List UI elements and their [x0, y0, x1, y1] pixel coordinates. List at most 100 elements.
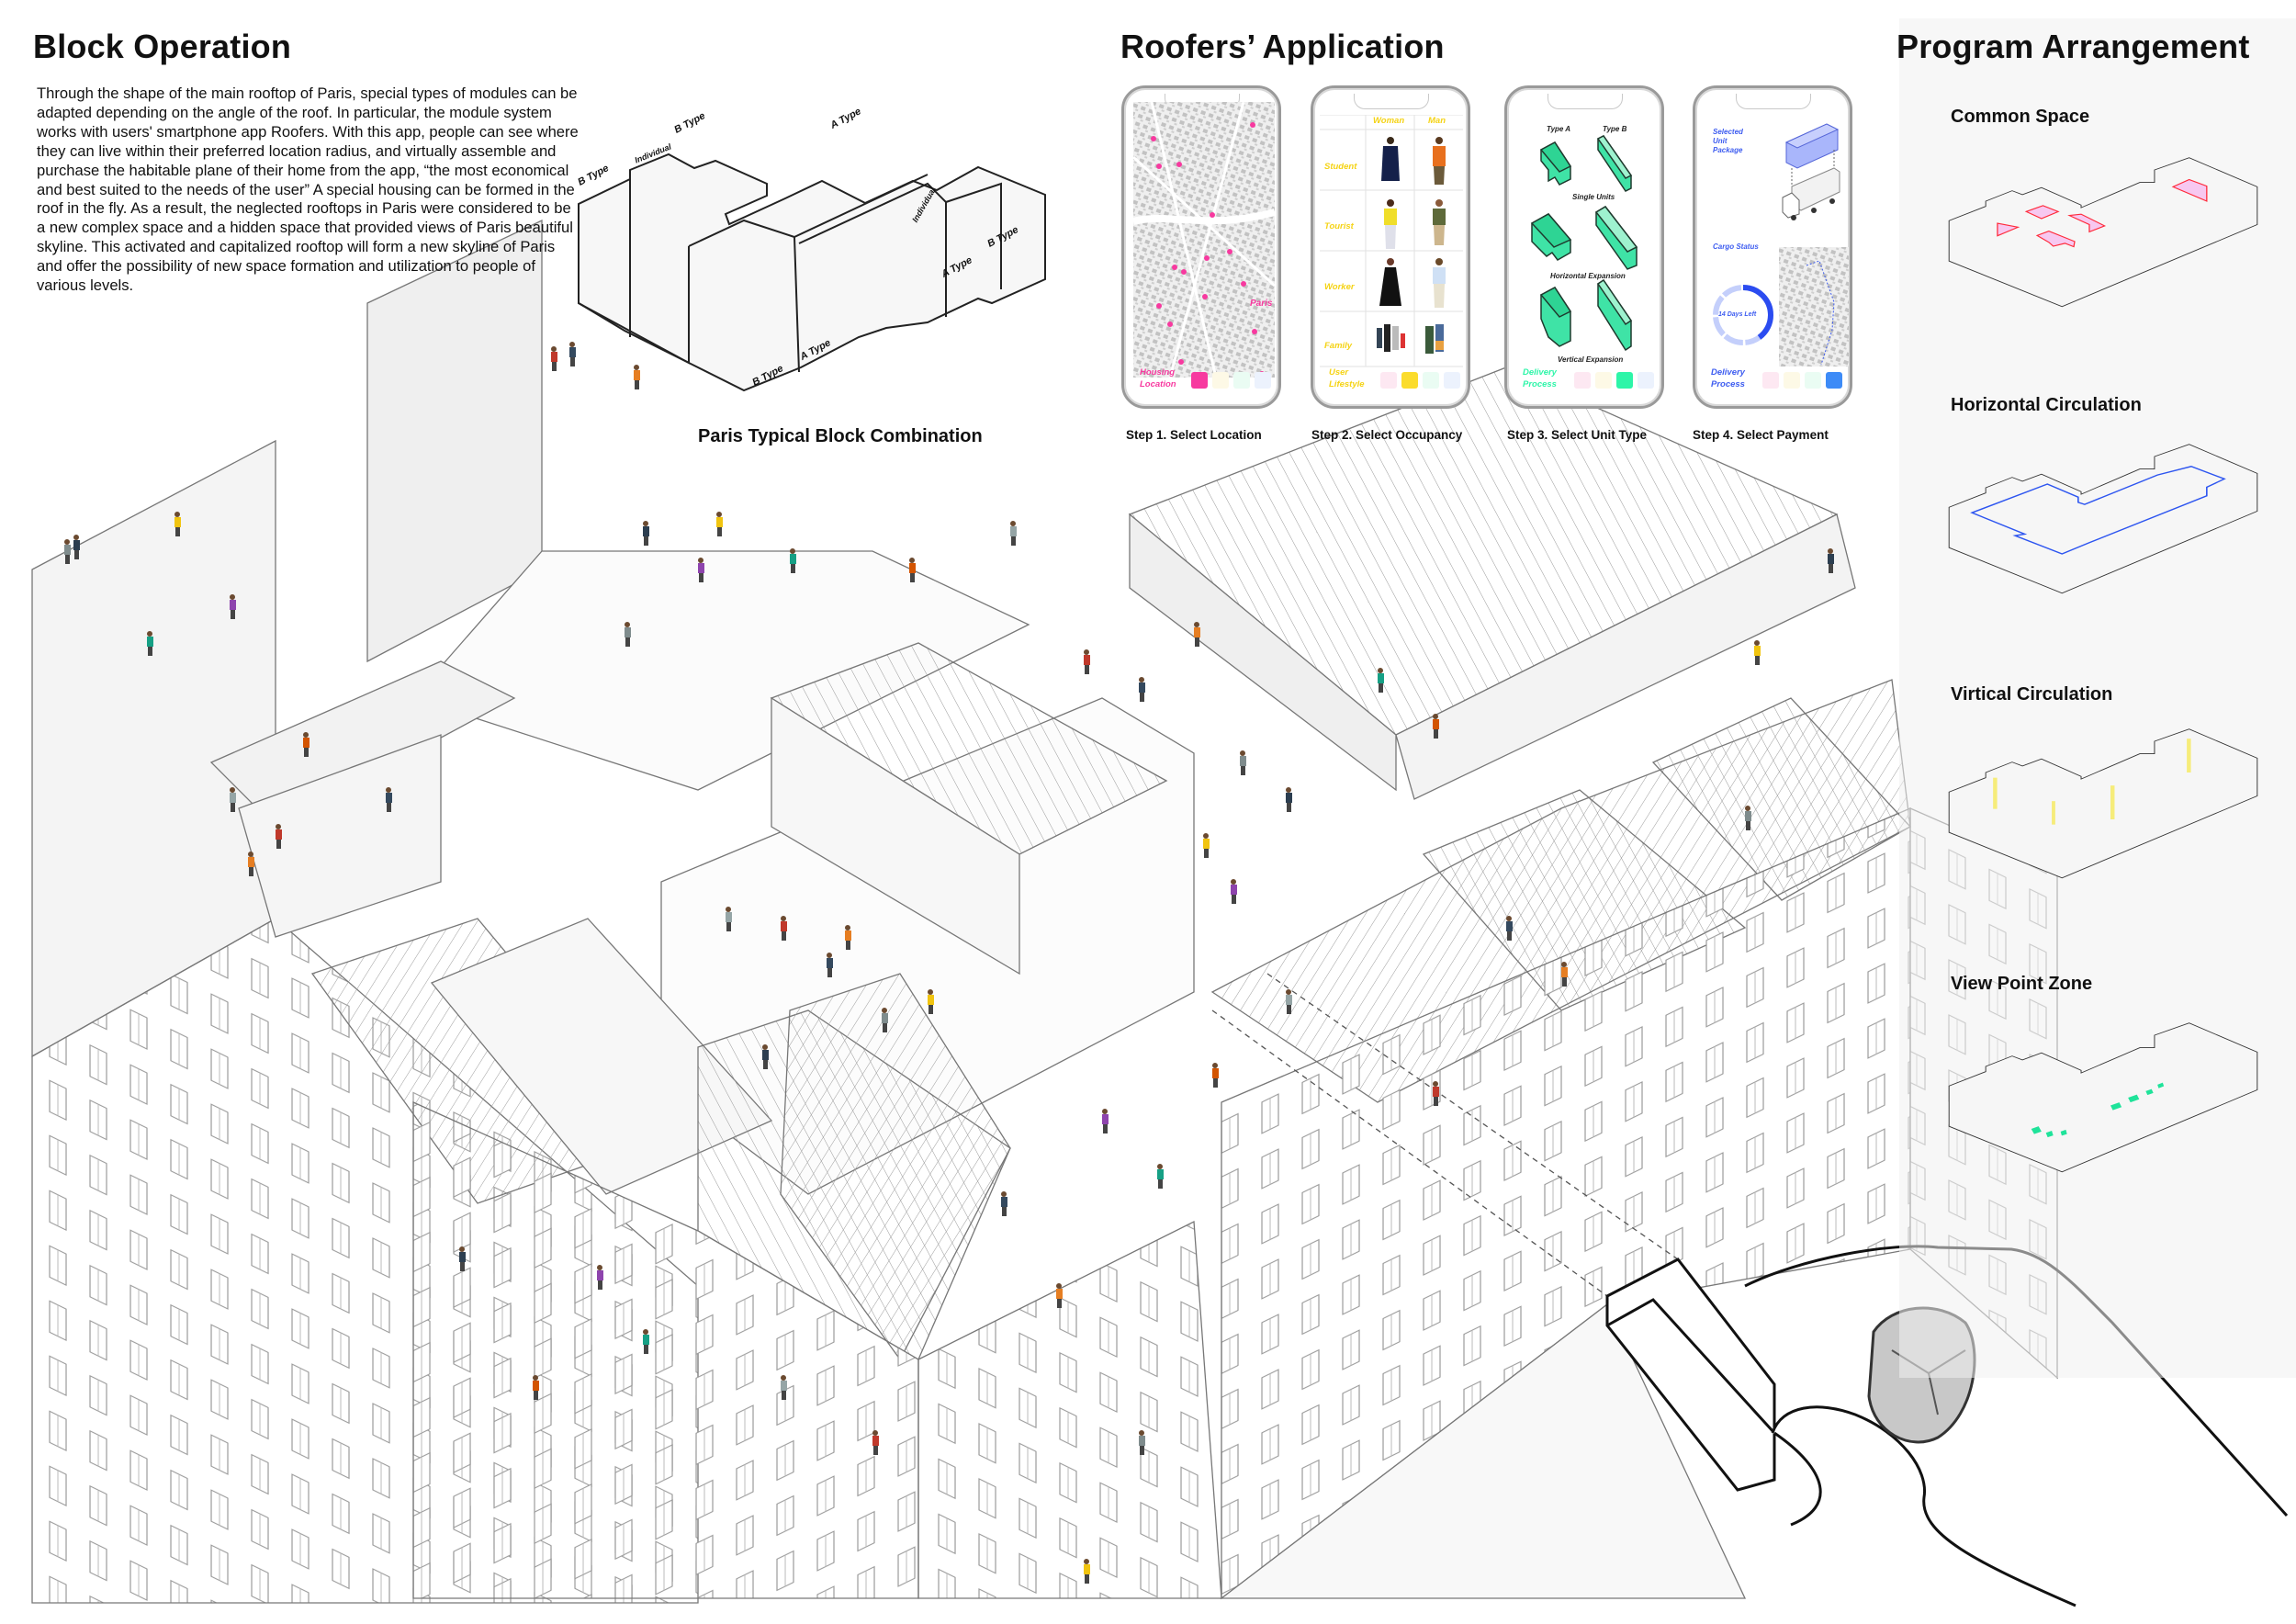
view-point-zone-diagram [1948, 1022, 2258, 1173]
person-figure [1102, 1109, 1109, 1133]
person-figure [1506, 916, 1513, 941]
row-family[interactable]: Family [1324, 341, 1353, 351]
person-figure [276, 824, 282, 849]
swatch-active[interactable] [1401, 372, 1418, 389]
person-figure [147, 631, 153, 656]
person-figure [597, 1265, 603, 1290]
swatch[interactable] [1233, 372, 1250, 389]
swatch-active[interactable] [1616, 372, 1633, 389]
type-a-label: Type A [1547, 125, 1571, 133]
cargo-route-map [1779, 247, 1849, 367]
swatch[interactable] [1255, 372, 1271, 389]
people-figures [64, 342, 1834, 1584]
person-figure [882, 1008, 888, 1032]
program-arrangement-title: Program Arrangement [1896, 28, 2250, 65]
swatch-active[interactable] [1191, 372, 1208, 389]
person-figure [1157, 1164, 1164, 1189]
person-figure [781, 1375, 787, 1400]
vertical-circulation-diagram [1948, 728, 2258, 879]
column-header-man: Man [1428, 116, 1446, 126]
person-figure [1433, 714, 1439, 739]
vertical-circulation-label: Virtical Circulation [1951, 684, 2113, 705]
swatch[interactable] [1595, 372, 1612, 389]
package-line: Selected [1713, 128, 1743, 136]
person-figure [230, 594, 236, 619]
person-figure [303, 732, 310, 757]
person-figure [909, 558, 916, 582]
person-figure [1001, 1191, 1007, 1216]
row-worker[interactable]: Worker [1324, 282, 1355, 292]
person-figure [1203, 833, 1210, 858]
horizontal-circulation-label: Horizontal Circulation [1951, 395, 2142, 415]
person-figure [1056, 1283, 1063, 1308]
person-figure [1212, 1063, 1219, 1088]
caption-single-units: Single Units [1572, 193, 1615, 201]
map-label-paris: Paris [1250, 299, 1273, 309]
swatch[interactable] [1762, 372, 1779, 389]
circulation-path [1970, 466, 2226, 555]
package-line: Package [1713, 146, 1743, 154]
swatch-active[interactable] [1826, 372, 1842, 389]
common-space-label: Common Space [1951, 107, 2090, 127]
unit-type-options[interactable] [1514, 131, 1660, 370]
step4-label: Step 4. Select Payment [1693, 428, 1829, 442]
person-figure [1231, 879, 1237, 904]
swatch[interactable] [1423, 372, 1439, 389]
swatch[interactable] [1380, 372, 1397, 389]
swatch[interactable] [1638, 372, 1654, 389]
person-figure [1139, 1430, 1145, 1455]
unit-type-b-horizontal [1594, 206, 1638, 270]
person-figure [643, 521, 649, 546]
person-figure [1010, 521, 1017, 546]
person-figure [386, 787, 392, 812]
occupant-figures [1377, 137, 1446, 354]
phone-step4-payment[interactable]: Selected Unit Package Cargo Status 14 Da… [1693, 85, 1852, 409]
person-figure [1084, 649, 1090, 674]
person-figure [872, 1430, 879, 1455]
type-b-label: Type B [1603, 125, 1627, 133]
person-figure [533, 1375, 539, 1400]
person-figure [174, 512, 181, 536]
person-figure [64, 539, 71, 564]
row-tourist[interactable]: Tourist [1324, 221, 1354, 231]
step3-label: Step 3. Select Unit Type [1507, 428, 1648, 442]
selected-unit-package-label: Selected Unit Package [1713, 128, 1743, 155]
person-figure [248, 851, 254, 876]
person-figure [1828, 548, 1834, 573]
legend-line: Delivery [1711, 367, 1745, 378]
swatch[interactable] [1805, 372, 1821, 389]
legend-line: Process [1711, 379, 1745, 389]
phone-step2-occupancy[interactable]: Woman Man Student Tourist Worker Family … [1311, 85, 1470, 409]
column-header-woman: Woman [1373, 116, 1405, 126]
vertical-cores [1993, 739, 2191, 825]
common-space-zones [1997, 178, 2208, 248]
occupancy-grid [1320, 115, 1463, 367]
step1-label: Step 1. Select Location [1126, 428, 1262, 442]
person-figure [928, 989, 934, 1014]
caption-vertical-expansion: Vertical Expansion [1558, 355, 1624, 364]
legend-line: Delivery [1523, 367, 1557, 378]
phone-step3-unit-type[interactable]: Type A Type B Single Units Horizontal Ex… [1504, 85, 1664, 409]
horizontal-circulation-diagram [1948, 444, 2258, 594]
person-figure [1378, 668, 1384, 693]
row-student[interactable]: Student [1324, 162, 1357, 172]
step2-label: Step 2. Select Occupancy [1311, 428, 1463, 442]
swatch[interactable] [1444, 372, 1460, 389]
swatch[interactable] [1212, 372, 1229, 389]
person-figure [634, 365, 640, 389]
person-figure [790, 548, 796, 573]
view-point-zone-label: View Point Zone [1951, 974, 2093, 994]
swatch[interactable] [1574, 372, 1591, 389]
swatch[interactable] [1784, 372, 1800, 389]
person-figure [459, 1246, 466, 1271]
days-left-label: 14 Days Left [1718, 311, 1757, 318]
person-figure [762, 1044, 769, 1069]
person-figure [1754, 640, 1761, 665]
package-line: Unit [1713, 137, 1728, 145]
paris-map[interactable] [1133, 102, 1275, 378]
